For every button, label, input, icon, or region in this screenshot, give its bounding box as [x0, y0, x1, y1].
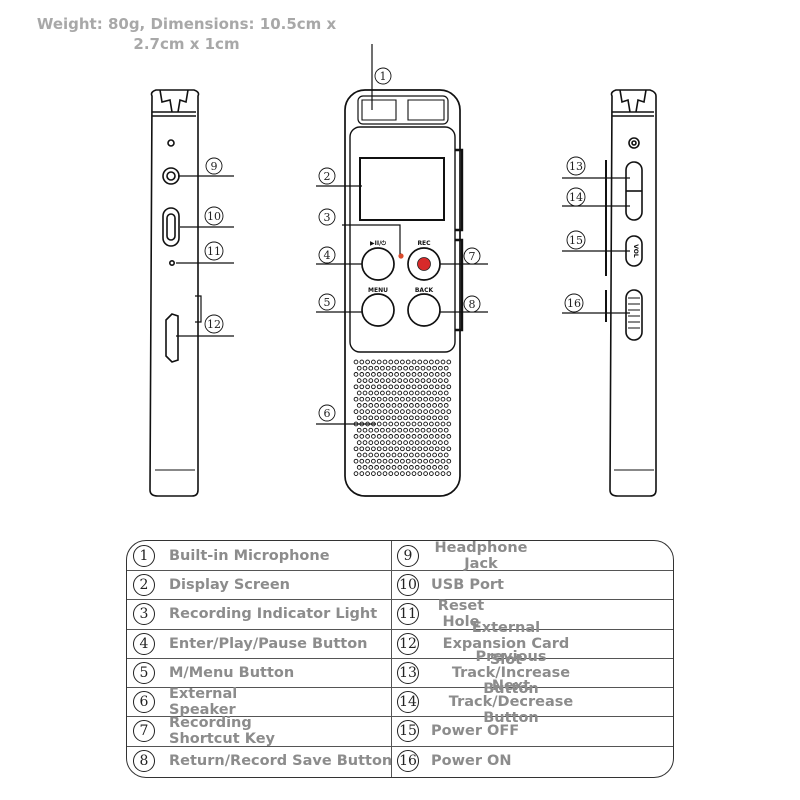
- legend-item-1: 1 Built-in Microphone: [133, 541, 330, 570]
- callout-10: 10: [204, 206, 224, 226]
- svg-text:10: 10: [207, 210, 221, 223]
- legend-item-2: 2 Display Screen: [133, 570, 290, 599]
- legend-number: 13: [397, 661, 419, 684]
- svg-text:1: 1: [380, 70, 387, 83]
- callout-14: 14: [566, 187, 586, 207]
- legend-number: 12: [397, 632, 419, 655]
- spec-text: Weight: 80g, Dimensions: 10.5cm x 2.7cm …: [36, 15, 337, 53]
- vol-label: VOL: [632, 244, 639, 258]
- legend-item-10: 10 USB Port: [397, 570, 504, 599]
- front-view: [344, 89, 464, 497]
- legend-number: 5: [133, 661, 155, 684]
- legend-item-11: 11 Reset Hole: [397, 597, 491, 630]
- legend-label: Recording Shortcut Key: [169, 714, 275, 747]
- svg-text:16: 16: [567, 297, 581, 310]
- legend-label: Recording Indicator Light: [169, 605, 378, 622]
- legend-item-6: 6 External Speaker: [133, 685, 259, 718]
- legend-label: Next Track/Decrease Button: [448, 677, 574, 726]
- legend-number: 16: [397, 749, 419, 772]
- svg-text:9: 9: [211, 160, 218, 173]
- legend-number: 15: [397, 719, 419, 742]
- legend-label: External Speaker: [169, 685, 238, 718]
- right-side-view: [605, 89, 657, 497]
- legend-item-5: 5 M/Menu Button: [133, 658, 294, 687]
- callout-5: 5: [318, 293, 336, 311]
- callout-16: 16: [564, 293, 584, 313]
- legend-number: 1: [133, 544, 155, 567]
- legend-number: 11: [397, 602, 419, 625]
- legend-label: Return/Record Save Button: [169, 752, 393, 769]
- legend-item-12: 12 External Expansion Card Slot: [397, 620, 581, 668]
- legend-label: Enter/Play/Pause Button: [169, 635, 368, 652]
- legend-label: Power ON: [431, 752, 512, 769]
- legend-item-15: 15 Power OFF: [397, 716, 519, 745]
- legend-label: Power OFF: [431, 722, 520, 739]
- legend-item-14: 14 Next Track/Decrease Button: [397, 678, 591, 726]
- legend-item-8: 8 Return/Record Save Button: [133, 746, 392, 775]
- svg-text:12: 12: [207, 318, 221, 331]
- legend-label: Built-in Microphone: [169, 547, 330, 564]
- svg-text:15: 15: [569, 234, 583, 247]
- callout-2: 2: [318, 167, 336, 185]
- legend-item-16: 16 Power ON: [397, 746, 511, 775]
- menu-button-label: MENU: [368, 287, 388, 294]
- svg-text:11: 11: [207, 245, 221, 258]
- legend-item-3: 3 Recording Indicator Light: [133, 599, 377, 628]
- callout-15: 15: [566, 230, 586, 250]
- svg-text:4: 4: [324, 249, 331, 262]
- legend-number: 8: [133, 749, 155, 772]
- callout-11: 11: [204, 241, 224, 261]
- svg-text:6: 6: [324, 407, 331, 420]
- callout-8: 8: [463, 295, 481, 313]
- legend-number: 3: [133, 602, 155, 625]
- legend-number: 7: [133, 719, 155, 742]
- svg-text:7: 7: [469, 250, 476, 263]
- svg-text:14: 14: [569, 191, 583, 204]
- callout-7: 7: [463, 247, 481, 265]
- device-diagram: ▶II/⏻ REC MENU BACK VOL 1 2 3 4: [149, 44, 657, 497]
- legend-divider: [391, 541, 392, 777]
- legend-item-13: 13 Previous Track/Increase Button: [397, 649, 591, 697]
- svg-text:8: 8: [469, 298, 476, 311]
- legend-label: M/Menu Button: [169, 664, 295, 681]
- legend-label: External Expansion Card Slot: [442, 619, 570, 668]
- legend-number: 9: [397, 544, 419, 567]
- legend-table: 1 Built-in Microphone 2 Display Screen 3…: [126, 540, 674, 778]
- svg-text:13: 13: [569, 160, 583, 173]
- legend-label: Display Screen: [169, 576, 291, 593]
- callout-6: 6: [318, 404, 336, 422]
- legend-number: 10: [397, 573, 419, 596]
- legend-item-4: 4 Enter/Play/Pause Button: [133, 629, 368, 658]
- legend-number: 4: [133, 632, 155, 655]
- svg-text:2: 2: [324, 170, 331, 183]
- callout-13: 13: [566, 156, 586, 176]
- speaker-grille: [353, 359, 452, 476]
- play-button-label: ▶II/⏻: [370, 240, 386, 247]
- legend-label: USB Port: [431, 576, 504, 593]
- callout-4: 4: [318, 246, 336, 264]
- legend-label: Headphone Jack: [434, 539, 528, 572]
- legend-item-9: 9 Headphone Jack: [397, 539, 531, 572]
- svg-text:3: 3: [324, 211, 331, 224]
- rec-button-label: REC: [417, 240, 431, 247]
- left-side-view: [149, 89, 202, 497]
- legend-item-7: 7 Recording Shortcut Key: [133, 714, 279, 747]
- callout-3: 3: [318, 208, 336, 226]
- legend-number: 6: [133, 690, 155, 713]
- svg-text:5: 5: [324, 296, 331, 309]
- legend-label: Previous Track/Increase Button: [451, 648, 571, 697]
- legend-number: 14: [397, 690, 419, 713]
- legend-number: 2: [133, 573, 155, 596]
- callout-9: 9: [205, 157, 223, 175]
- callout-12: 12: [204, 314, 224, 334]
- back-button-label: BACK: [415, 287, 434, 294]
- legend-label: Reset Hole: [437, 597, 485, 630]
- callout-1: 1: [374, 67, 392, 85]
